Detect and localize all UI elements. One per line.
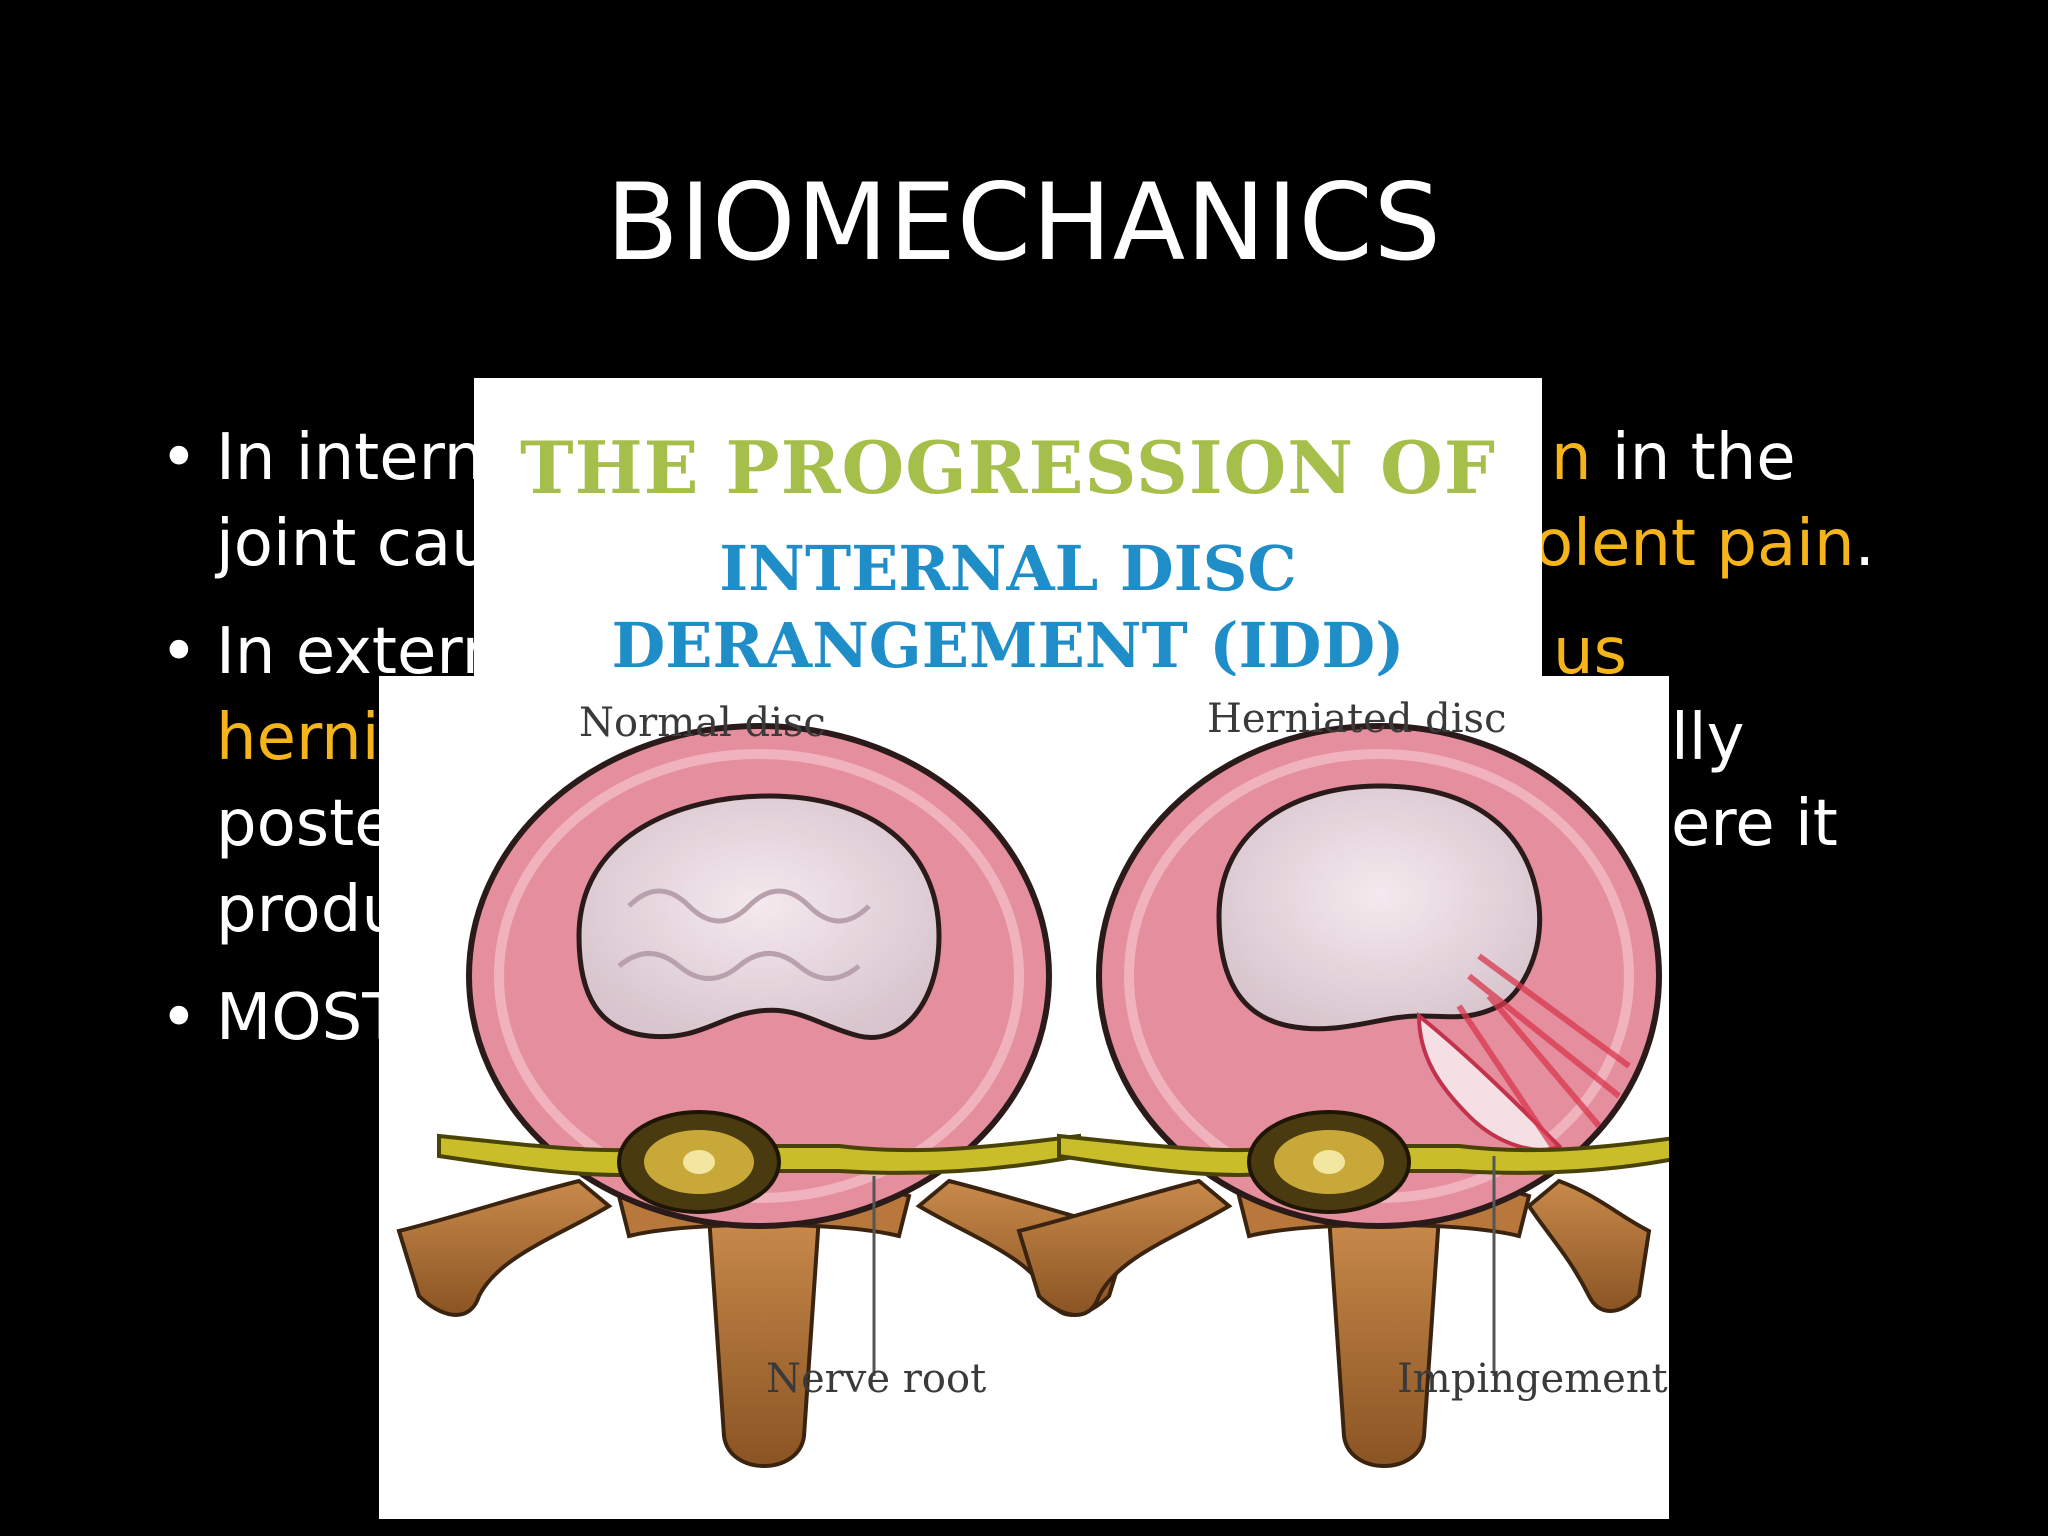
caption-normal-disc: Normal disc [579, 700, 826, 746]
disc-illustration-image: Normal disc Herniated disc Nerve root Im… [379, 676, 1669, 1519]
idd-title-line3: DERANGEMENT (IDD) [611, 609, 1405, 682]
bullet-text: poste [216, 787, 394, 861]
bullet-text-highlight: n [1551, 421, 1592, 495]
bullet-list: In intern n in the joint cau olent pain.… [160, 415, 1900, 1083]
caption-herniated-disc: Herniated disc [1207, 696, 1507, 742]
caption-impingement: Impingement [1397, 1356, 1668, 1402]
bullet-text: . [1854, 507, 1875, 581]
bullet-text: produ [216, 873, 402, 947]
bullet-text-highlight: herni [216, 701, 380, 775]
herniated-disc-drawing [1016, 723, 1669, 1468]
bullet-text: In intern [216, 421, 485, 495]
disc-illustration-svg [396, 723, 1669, 1468]
bullet-text-highlight: olent pain [1534, 507, 1855, 581]
bullet-item: MOST [160, 975, 1900, 1061]
bullet-item: In intern n in the joint cau olent pain. [160, 415, 1900, 587]
normal-disc-drawing [396, 723, 1132, 1468]
bullet-item: In extern us herni lly poste ere it prod… [160, 609, 1900, 953]
bullet-text: joint cau [216, 507, 492, 581]
idd-title-line2: INTERNAL DISC [719, 532, 1297, 605]
bullet-text: ere it [1671, 787, 1838, 861]
idd-title-line1: THE PROGRESSION OF [520, 425, 1496, 510]
bullet-text: in the [1591, 421, 1796, 495]
slide-title: BIOMECHANICS [606, 161, 1442, 284]
bullet-text: lly [1671, 701, 1745, 775]
idd-title-image: THE PROGRESSION OF INTERNAL DISC DERANGE… [474, 378, 1542, 682]
caption-nerve-root: Nerve root [766, 1356, 987, 1402]
bullet-text: MOST [216, 981, 402, 1055]
